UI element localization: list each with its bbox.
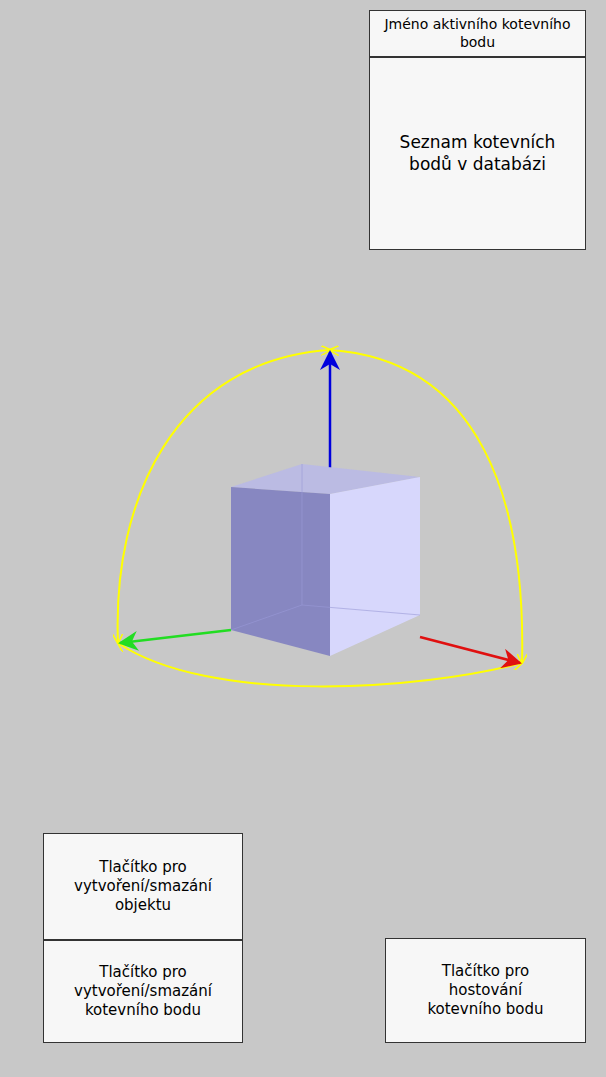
label-text: Tlačítko pro vytvoření/smazání kotevního… bbox=[68, 963, 218, 1019]
z-axis-arrow bbox=[420, 637, 520, 663]
rotation-arc bbox=[330, 350, 522, 663]
anchor-button: Tlačítko pro vytvoření/smazání kotevního… bbox=[43, 940, 243, 1043]
anchor-list-panel: Seznam kotevních bodů v databázi bbox=[369, 57, 586, 250]
x-axis-arrow bbox=[120, 630, 231, 643]
label-text: Jméno aktivního kotevního bodu bbox=[375, 16, 580, 51]
object-button: Tlačítko pro vytvoření/smazání objektu bbox=[43, 833, 243, 940]
label-text: Seznam kotevních bodů v databázi bbox=[398, 132, 558, 175]
y-axis-arrow bbox=[329, 352, 332, 468]
host-button: Tlačítko pro hostování kotevního bodu bbox=[385, 938, 586, 1043]
label-text: Tlačítko pro hostování kotevního bodu bbox=[411, 962, 561, 1018]
active-anchor-name: Jméno aktivního kotevního bodu bbox=[369, 10, 586, 57]
cube bbox=[231, 464, 420, 656]
label-text: Tlačítko pro vytvoření/smazání objektu bbox=[68, 858, 218, 914]
